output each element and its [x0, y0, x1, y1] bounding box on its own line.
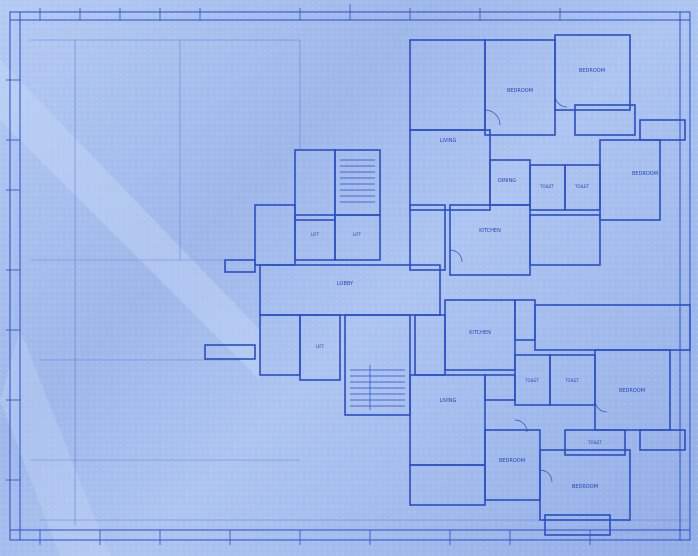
room-label-toilet: TOILET	[524, 378, 540, 383]
room-label-lift: LIFT	[353, 232, 362, 237]
room-label-bedroom: BEDROOM	[619, 388, 645, 394]
room-label-dining: DINING	[498, 178, 516, 184]
paper-fold	[0, 330, 110, 556]
room-label-living: LIVING	[440, 398, 457, 404]
room-label-kitchen: KITCHEN	[469, 330, 491, 336]
paper-fold	[0, 60, 260, 380]
walls	[204, 34, 691, 536]
room-label-bedroom: BEDROOM	[632, 171, 658, 177]
room-label-kitchen: KITCHEN	[479, 228, 501, 234]
room-label-lift: LIFT	[311, 232, 320, 237]
room-label-living: LIVING	[440, 138, 457, 144]
room-labels: BEDROOM BEDROOM LIVING TOILET TOILET BED…	[311, 68, 658, 490]
room-label-bedroom: BEDROOM	[499, 458, 525, 464]
room-label-bedroom: BEDROOM	[507, 88, 533, 94]
room-label-lift: LIFT	[316, 344, 325, 349]
room-label-bedroom: BEDROOM	[579, 68, 605, 74]
room-label-toilet: TOILET	[574, 184, 590, 189]
stairs	[340, 159, 405, 410]
drawing-frame	[9, 11, 691, 541]
room-label-toilet: TOILET	[539, 184, 555, 189]
room-label-lobby: LOBBY	[337, 281, 354, 287]
dimension-ticks	[6, 4, 591, 545]
door-swings	[449, 94, 608, 483]
room-label-bedroom: BEDROOM	[572, 484, 598, 490]
room-label-toilet: TOILET	[564, 378, 580, 383]
room-label-toilet: TOILET	[587, 440, 603, 445]
